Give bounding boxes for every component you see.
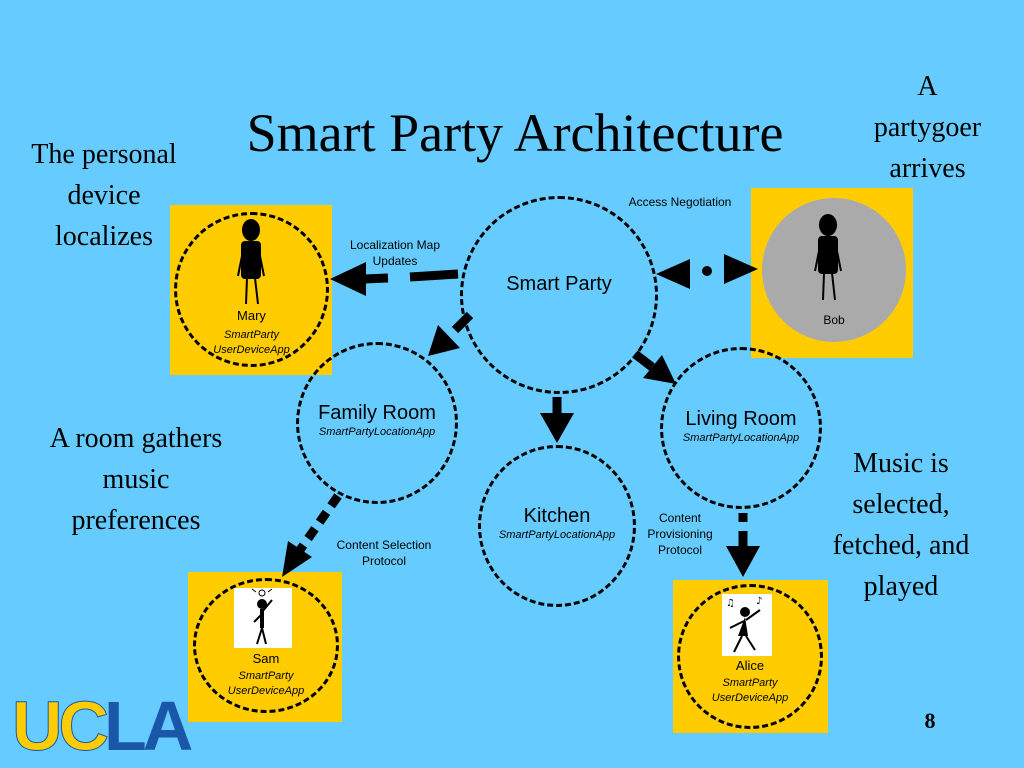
kitchen-label: Kitchen (523, 505, 591, 527)
smart-party-label: Smart Party (506, 273, 612, 295)
alice-name: Alice (735, 658, 765, 673)
living-room-label: Living Room (685, 408, 797, 430)
sam-idea-icon (234, 588, 292, 648)
arrow-provisioning-head (726, 546, 760, 577)
svg-text:♫: ♫ (726, 598, 735, 609)
svg-text:UC: UC (12, 690, 108, 756)
protocol-line: Provisioning (647, 527, 713, 541)
alice-dancing-icon: ♫ ♪ (722, 594, 772, 656)
living-room-app: SmartPartyLocationApp (682, 432, 800, 444)
content-selection-label: Content Selection Protocol (318, 537, 450, 569)
family-room-label: Family Room (318, 402, 436, 424)
family-room-text: Family Room SmartPartyLocationApp (296, 402, 458, 440)
note-line: preferences (71, 505, 201, 536)
page-number: 8 (924, 708, 936, 733)
note-music-played: Music is selected, fetched, and played (808, 443, 994, 607)
family-room-app: SmartPartyLocationApp (318, 426, 436, 438)
protocol-line: Content Selection (336, 538, 432, 552)
localization-protocol-label: Localization Map Updates (330, 237, 460, 269)
protocol-line: Protocol (657, 543, 703, 557)
sam-app-line1: SmartParty (238, 670, 294, 682)
alice-device-circle (677, 584, 823, 729)
protocol-line: Content (658, 511, 702, 525)
living-room-node (660, 347, 822, 509)
note-line: arrives (889, 153, 966, 184)
arrow-content-selection-head (282, 541, 312, 577)
note-line: music (102, 464, 170, 495)
note-line: The personal (31, 139, 177, 170)
protocol-line: Protocol (361, 554, 407, 568)
access-negotiation-label: Access Negotiation (628, 195, 732, 209)
page-title: Smart Party Architecture (246, 103, 784, 163)
arrow-access-head-left (656, 259, 690, 289)
note-line: selected, (852, 489, 950, 520)
note-line: fetched, and (832, 530, 970, 561)
svg-text:LA: LA (104, 690, 192, 756)
alice-text: Alice SmartParty UserDeviceApp (677, 658, 823, 706)
content-provisioning-label: Content Provisioning Protocol (632, 510, 728, 558)
svg-text:♪: ♪ (756, 596, 762, 607)
note-line: Music is (853, 448, 949, 479)
living-room-text: Living Room SmartPartyLocationApp (660, 408, 822, 446)
sam-device-circle (193, 578, 339, 713)
note-room-gathers: A room gathers music preferences (20, 418, 252, 541)
kitchen-app: SmartPartyLocationApp (498, 529, 616, 541)
note-line: device (67, 180, 141, 211)
arrow-to-family-head (428, 325, 460, 356)
note-line: A room gathers (49, 423, 223, 454)
note-partygoer-arrives: A partygoer arrives (850, 66, 1005, 189)
arrow-access-head-right (724, 254, 758, 284)
kitchen-node (478, 445, 636, 607)
note-line: A (917, 71, 938, 102)
sam-text: Sam SmartParty UserDeviceApp (193, 651, 339, 699)
family-room-node (296, 342, 458, 504)
mary-person-icon (237, 219, 265, 305)
alice-app-line1: SmartParty (722, 677, 778, 689)
arrow-access-dot (702, 266, 712, 276)
note-personal-device: The personal device localizes (10, 134, 198, 257)
protocol-line: Updates (372, 254, 418, 268)
arrow-localization-shaft-2 (363, 273, 389, 284)
kitchen-text: Kitchen SmartPartyLocationApp (478, 505, 636, 543)
arrow-to-living-head (643, 355, 676, 384)
note-line: played (863, 571, 939, 602)
arrow-to-kitchen-head (540, 413, 574, 443)
note-line: localizes (55, 221, 153, 252)
arrow-to-family-shaft (451, 311, 474, 334)
alice-app-line2: UserDeviceApp (711, 692, 789, 704)
mary-app-line2: UserDeviceApp (213, 344, 290, 356)
arrow-content-selection-shaft (296, 493, 342, 553)
sam-name: Sam (252, 651, 280, 666)
arrow-to-living-shaft (632, 350, 655, 371)
mary-app-line1: SmartParty (223, 329, 279, 341)
protocol-line: Localization Map (349, 238, 441, 252)
note-line: partygoer (873, 112, 982, 143)
arrow-localization-shaft (409, 269, 459, 282)
arrow-localization-head (330, 262, 366, 296)
mary-device-circle (174, 212, 329, 367)
mary-text: Mary SmartParty UserDeviceApp (174, 308, 329, 358)
ucla-logo: UC LA (12, 690, 193, 756)
bob-person-icon (814, 214, 842, 301)
bob-name: Bob (823, 313, 845, 327)
mary-name: Mary (237, 308, 266, 323)
sam-app-line2: UserDeviceApp (227, 685, 305, 697)
smart-party-node (460, 196, 658, 394)
